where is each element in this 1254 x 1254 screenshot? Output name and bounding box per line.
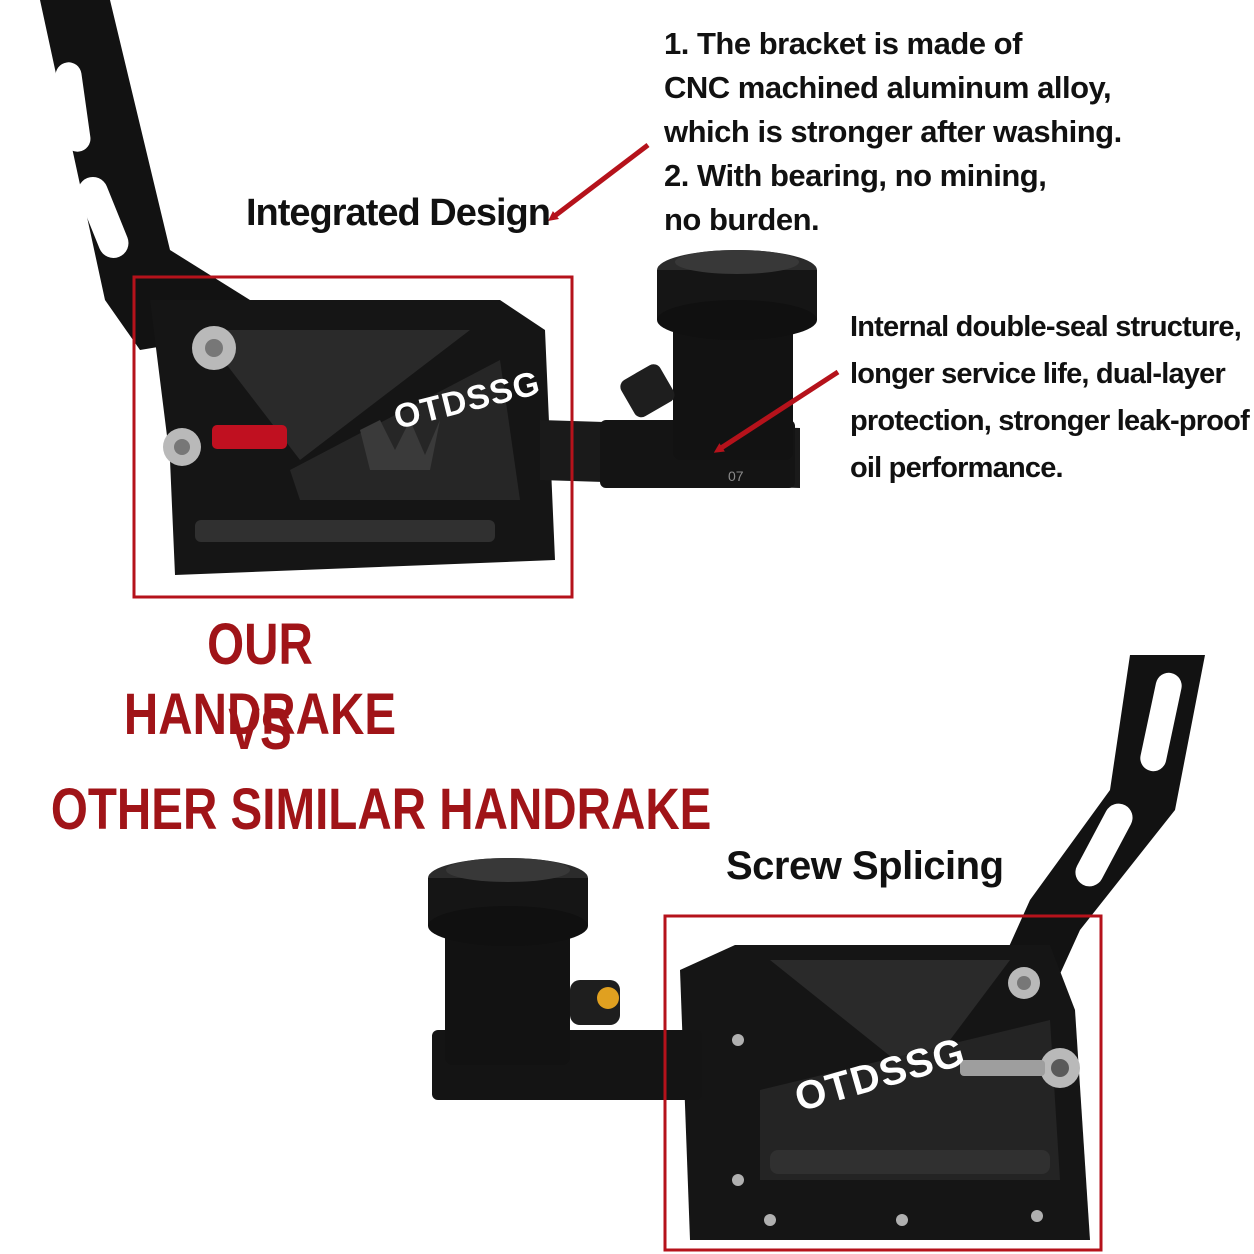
arrow-icon bbox=[548, 143, 650, 222]
top-handbrake-bracket bbox=[150, 300, 555, 575]
arrow-icon bbox=[713, 369, 840, 453]
red-adjuster-icon bbox=[212, 425, 287, 449]
integrated-design-label: Integrated Design bbox=[246, 192, 551, 234]
integrated-design-highlight-box bbox=[132, 275, 574, 599]
comparison-title-vs: VS bbox=[228, 697, 292, 762]
comparison-title-other: OTHER SIMILAR HANDRAKE bbox=[50, 777, 712, 842]
top-master-cylinder bbox=[540, 250, 817, 488]
fitting-icon bbox=[597, 987, 619, 1009]
screw-splicing-label: Screw Splicing bbox=[726, 844, 1004, 888]
bottom-handbrake-lever bbox=[985, 655, 1205, 1040]
cylinder-mark: 07 bbox=[728, 468, 744, 484]
bottom-handbrake-bracket bbox=[680, 945, 1090, 1240]
screw-splicing-highlight-box bbox=[663, 914, 1103, 1252]
top-handbrake-lever bbox=[40, 0, 250, 350]
comparison-title-ours: OUR HANDRAKE bbox=[123, 612, 397, 747]
bracket-feature-description: 1. The bracket is made of CNC machined a… bbox=[664, 26, 1122, 237]
bottom-master-cylinder bbox=[428, 858, 702, 1100]
seal-feature-description: Internal double-seal structure, longer s… bbox=[850, 311, 1250, 484]
